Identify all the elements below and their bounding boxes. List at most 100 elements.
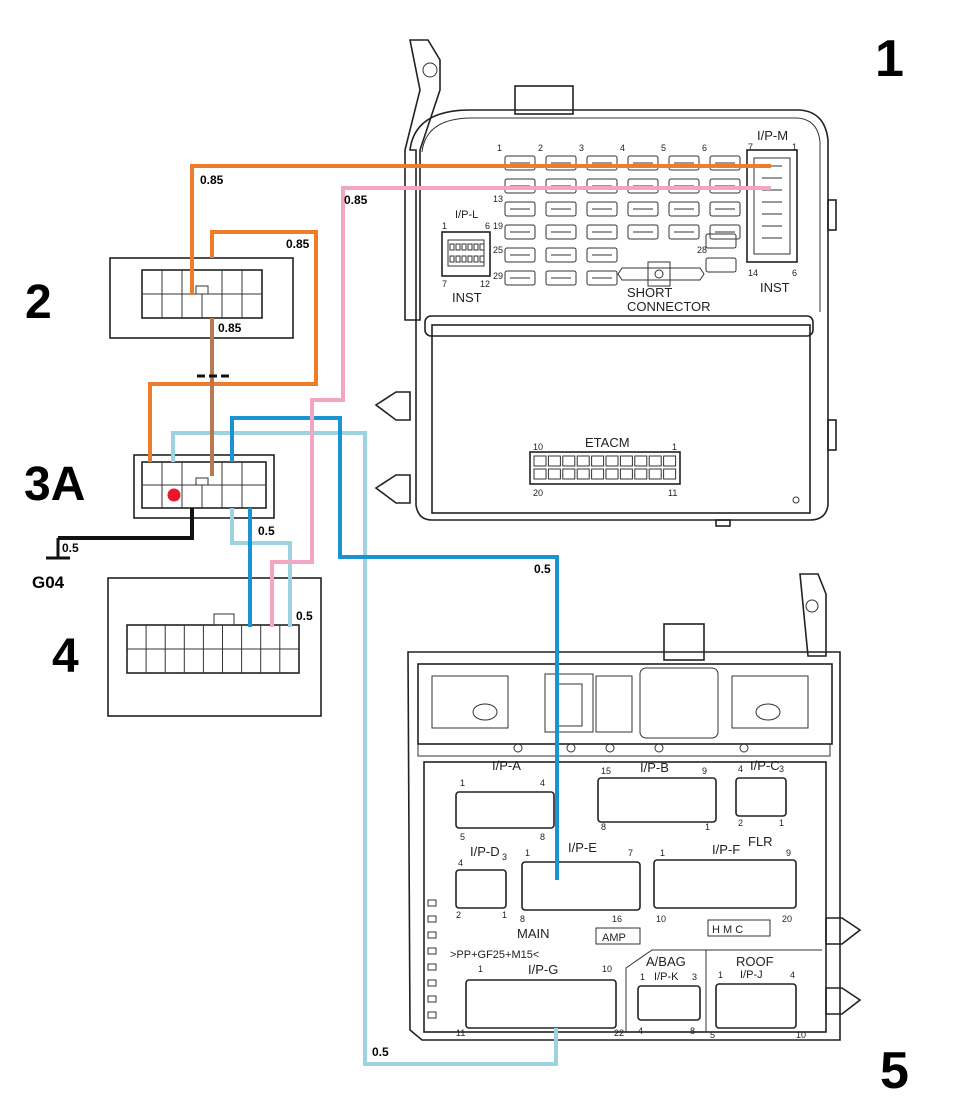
connector-ipd: I/P-D 4 3 2 1 — [455, 844, 507, 920]
connector-ipb: I/P-B 15 9 8 1 — [597, 760, 717, 832]
svg-text:3: 3 — [502, 852, 507, 862]
svg-text:4: 4 — [540, 778, 545, 788]
callout-1: 1 — [875, 30, 904, 88]
svg-text:I/P-J: I/P-J — [740, 969, 763, 981]
svg-text:10: 10 — [533, 442, 543, 452]
svg-text:4: 4 — [638, 1026, 643, 1036]
svg-text:1: 1 — [718, 970, 723, 980]
fuse-slot — [586, 155, 618, 171]
wire-orange-to-ipm — [190, 164, 771, 295]
fuse-slot — [709, 155, 741, 171]
svg-text:8: 8 — [540, 832, 545, 842]
svg-text:11: 11 — [668, 488, 677, 498]
svg-text:1: 1 — [502, 910, 507, 920]
svg-text:I/P-E: I/P-E — [568, 840, 597, 855]
svg-text:9: 9 — [702, 766, 707, 776]
connector-ipc: I/P-C 4 3 2 1 FLR — [735, 758, 787, 849]
svg-text:10: 10 — [656, 914, 666, 924]
connector-ipa: I/P-A 1 4 5 8 — [455, 758, 555, 842]
svg-text:9: 9 — [786, 848, 791, 858]
fuse-slot — [504, 270, 536, 286]
svg-text:19: 19 — [493, 221, 503, 231]
roof-label: ROOF — [736, 954, 774, 969]
svg-text:1: 1 — [478, 964, 483, 974]
wire-light-blue-to-c4 — [230, 508, 292, 627]
svg-text:14: 14 — [748, 268, 758, 278]
ipm-connector — [746, 149, 798, 263]
svg-text:1: 1 — [640, 972, 645, 982]
ipm-label: I/P-M — [757, 128, 788, 143]
svg-text:29: 29 — [493, 271, 503, 281]
fuse-slot — [545, 155, 577, 171]
ipl-connector — [441, 231, 491, 277]
svg-text:15: 15 — [601, 766, 611, 776]
fuse-slot — [709, 201, 741, 217]
svg-text:16: 16 — [612, 914, 622, 924]
svg-text:I/P-C: I/P-C — [750, 758, 780, 773]
svg-text:28: 28 — [697, 245, 707, 255]
callout-5: 5 — [880, 1042, 909, 1100]
svg-text:11: 11 — [456, 1028, 465, 1038]
svg-text:6: 6 — [792, 268, 797, 278]
wire-label-brown: 0.85 — [218, 321, 242, 335]
svg-text:1: 1 — [792, 142, 797, 152]
wire-black-ground — [58, 508, 194, 540]
connector-3a — [133, 454, 275, 519]
wire-label-pink-4: 0.5 — [296, 609, 313, 623]
svg-text:6: 6 — [702, 143, 707, 153]
svg-text:1: 1 — [705, 822, 710, 832]
fuse-box-drawing: I/P-M 7 1 14 6 INST I/P-L 1 6 7 12 INST … — [374, 39, 837, 527]
svg-text:2: 2 — [456, 910, 461, 920]
short-connector-label-1: SHORT — [627, 285, 672, 300]
wire-orange-to-3a — [148, 230, 318, 462]
svg-text:1: 1 — [497, 143, 502, 153]
wire-label-light-blue-3a: 0.5 — [258, 524, 275, 538]
svg-text:I/P-B: I/P-B — [640, 760, 669, 775]
svg-text:1: 1 — [442, 221, 447, 231]
svg-text:10: 10 — [602, 964, 612, 974]
fuse-slot — [668, 155, 700, 171]
connector-ipf: I/P-F 1 9 10 20 — [653, 842, 797, 924]
svg-text:1: 1 — [660, 848, 665, 858]
svg-text:FLR: FLR — [748, 834, 773, 849]
svg-text:1: 1 — [525, 848, 530, 858]
callout-3a: 3A — [24, 458, 85, 511]
ipl-inst: INST — [452, 290, 482, 305]
wire-label-blue-route: 0.5 — [534, 562, 551, 576]
fuse-slot — [627, 224, 659, 240]
fuse-slot — [586, 201, 618, 217]
svg-text:22: 22 — [614, 1028, 624, 1038]
svg-text:MAIN: MAIN — [517, 926, 550, 941]
svg-text:25: 25 — [493, 245, 503, 255]
fuse-slot — [504, 155, 536, 171]
fuse-slot — [586, 247, 618, 263]
wire-label-orange-side: 0.85 — [286, 237, 310, 251]
svg-text:20: 20 — [782, 914, 792, 924]
svg-text:4: 4 — [790, 970, 795, 980]
fuse-slot — [504, 201, 536, 217]
fuse-slot — [545, 247, 577, 263]
wires — [58, 164, 771, 1066]
svg-text:1: 1 — [672, 442, 677, 452]
highlighted-pin-dot — [167, 488, 181, 502]
fuse-slot — [586, 270, 618, 286]
svg-text:1: 1 — [779, 818, 784, 828]
connector-ipg: I/P-G 1 10 11 22 — [456, 962, 624, 1038]
wire-blue-to-ipe — [230, 416, 559, 880]
callout-4: 4 — [52, 630, 79, 683]
wire-label-orange-top: 0.85 — [200, 173, 224, 187]
svg-text:8: 8 — [601, 822, 606, 832]
ground-label: G04 — [32, 573, 65, 592]
svg-text:I/P-D: I/P-D — [470, 844, 500, 859]
svg-text:4: 4 — [620, 143, 625, 153]
fuse-slot — [627, 155, 659, 171]
fuse-slot — [627, 201, 659, 217]
svg-text:6: 6 — [485, 221, 490, 231]
ground-wire-size: 0.5 — [62, 541, 79, 555]
hmc-badge: H M C — [712, 924, 743, 936]
fuse-slot — [709, 224, 741, 240]
amp-badge: AMP — [602, 932, 626, 944]
fuse-slot — [504, 224, 536, 240]
callout-2: 2 — [25, 276, 52, 329]
